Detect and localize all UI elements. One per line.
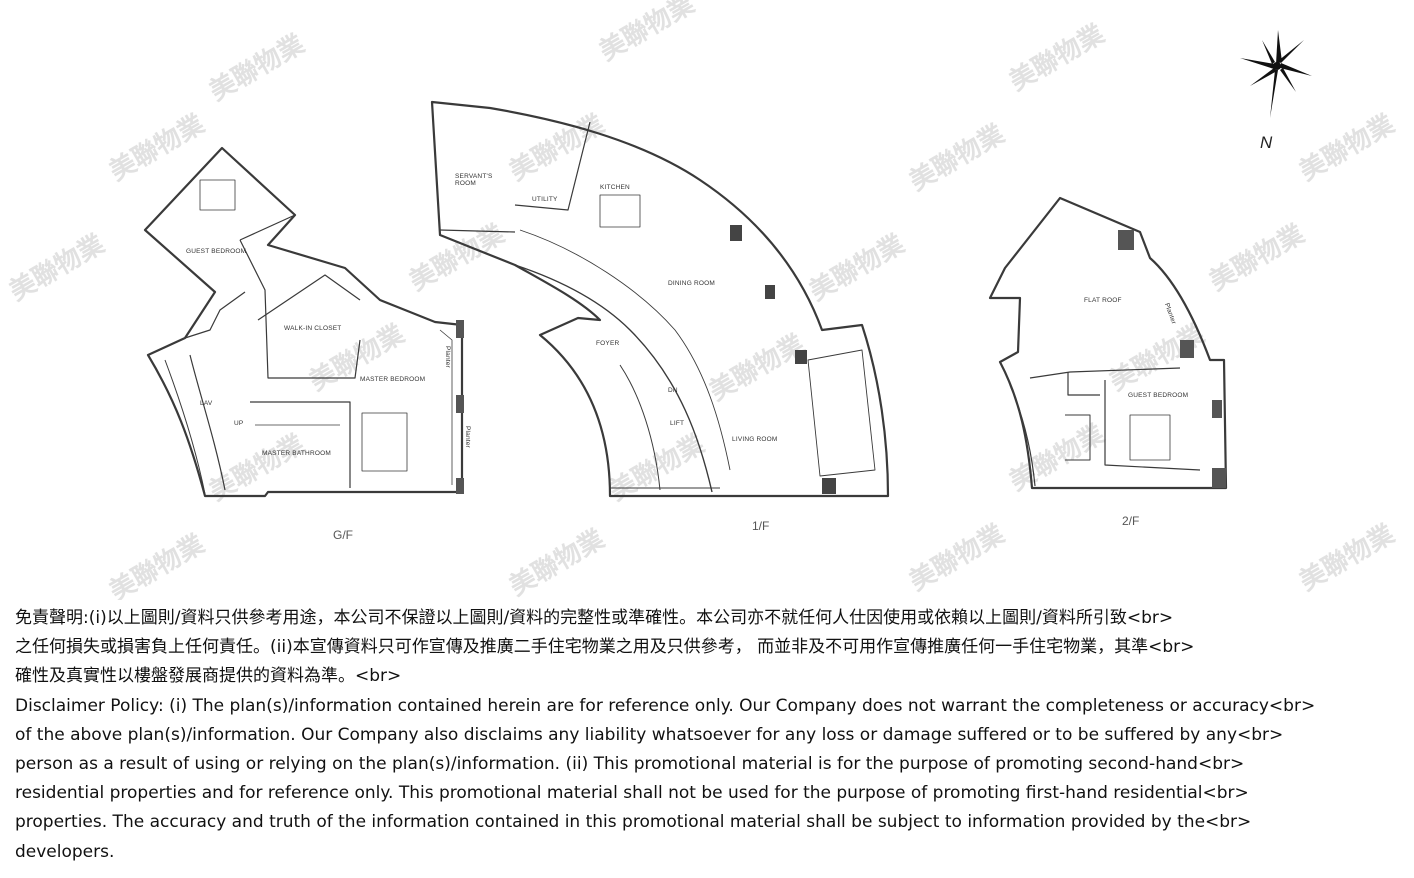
room-label-master-bedroom: MASTER BEDROOM: [360, 376, 425, 383]
watermark: 美聯物業: [104, 528, 210, 600]
disclaimer-line: of the above plan(s)/information. Our Co…: [15, 724, 1284, 745]
first-floor-labels: SERVANT'S ROOM UTILITY KITCHEN DINING RO…: [455, 173, 778, 533]
second-floor-plan: [988, 196, 1228, 490]
room-label-servants-room-2: ROOM: [455, 180, 476, 187]
watermark: 美聯物業: [1004, 418, 1110, 497]
watermark: 美聯物業: [804, 228, 910, 307]
watermark: 美聯物業: [104, 108, 210, 187]
watermark: 美聯物業: [504, 523, 610, 600]
room-label-kitchen: KITCHEN: [600, 184, 630, 191]
watermark: 美聯物業: [904, 118, 1010, 197]
watermark: 美聯物業: [4, 228, 110, 307]
watermark: 美聯物業: [204, 28, 310, 107]
lift-label: LIFT: [670, 420, 684, 427]
north-arrow-icon: N: [1240, 30, 1312, 152]
room-label-living-room: LIVING ROOM: [732, 436, 778, 443]
floor-plans: 美聯物業 美聯物業 美聯物業 美聯物業 美聯物業 美聯物業 美聯物業 美聯物業 …: [4, 0, 1400, 600]
first-floor-plan: [430, 100, 890, 498]
disclaimer-line: 之任何損失或損害負上任何責任。(ii)本宣傳資料只可作宣傳及推廣二手住宅物業之用…: [15, 637, 1195, 658]
watermark: 美聯物業: [1004, 18, 1110, 97]
room-label-flat-roof: FLAT ROOF: [1084, 297, 1122, 304]
watermark-layer: 美聯物業 美聯物業 美聯物業 美聯物業 美聯物業 美聯物業 美聯物業 美聯物業 …: [4, 0, 1400, 600]
disclaimer-line: Disclaimer Policy: (i) The plan(s)/infor…: [15, 695, 1316, 716]
watermark: 美聯物業: [1294, 108, 1400, 187]
planter-label: Planter: [1163, 302, 1177, 326]
stair-label-up: UP: [234, 420, 243, 427]
watermark: 美聯物業: [704, 328, 810, 407]
stair-label-dn: DN: [668, 387, 678, 394]
room-label-walk-in-closet: WALK-IN CLOSET: [284, 325, 341, 332]
disclaimer-line: properties. The accuracy and truth of th…: [15, 812, 1252, 833]
planter-label: Planter: [464, 426, 471, 449]
room-label-lav: LAV: [200, 400, 213, 407]
watermark: 美聯物業: [594, 0, 700, 67]
room-label-dining-room: DINING ROOM: [668, 280, 715, 287]
watermark: 美聯物業: [504, 108, 610, 187]
ground-floor-labels: GUEST BEDROOM WALK-IN CLOSET MASTER BEDR…: [186, 248, 471, 542]
disclaimer-line: 確性及真實性以樓盤發展商提供的資料為準。<br>: [15, 666, 402, 687]
floor-label-gf: G/F: [333, 528, 353, 542]
disclaimer: 免責聲明:(i)以上圖則/資料只供參考用途，本公司不保證以上圖則/資料的完整性或…: [15, 604, 1411, 867]
north-label: N: [1260, 133, 1273, 152]
floor-label-2f: 2/F: [1122, 514, 1139, 528]
room-label-master-bathroom: MASTER BATHROOM: [262, 450, 331, 457]
watermark: 美聯物業: [904, 518, 1010, 597]
room-label-guest-bedroom-2f: GUEST BEDROOM: [1128, 392, 1188, 399]
room-label-foyer: FOYER: [596, 340, 619, 347]
disclaimer-line: residential properties and for reference…: [15, 783, 1249, 804]
second-floor-labels: FLAT ROOF GUEST BEDROOM Planter 2/F: [1084, 297, 1188, 528]
disclaimer-line: developers.: [15, 841, 115, 862]
disclaimer-line: person as a result of using or relying o…: [15, 754, 1245, 775]
room-label-utility: UTILITY: [532, 196, 558, 203]
watermark: 美聯物業: [1204, 218, 1310, 297]
floor-label-1f: 1/F: [752, 519, 769, 533]
ground-floor-plan: [143, 146, 464, 498]
room-label-guest-bedroom: GUEST BEDROOM: [186, 248, 246, 255]
planter-label: Planter: [444, 346, 451, 369]
watermark: 美聯物業: [1294, 518, 1400, 597]
room-label-servants-room: SERVANT'S: [455, 173, 493, 180]
disclaimer-line: 免責聲明:(i)以上圖則/資料只供參考用途，本公司不保證以上圖則/資料的完整性或…: [15, 608, 1174, 628]
